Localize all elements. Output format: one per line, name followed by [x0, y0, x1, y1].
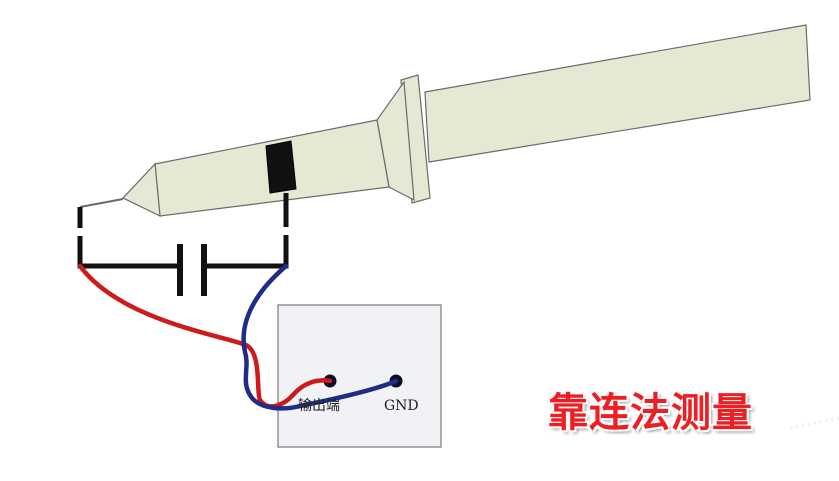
method-title: 靠连法测量: [548, 390, 753, 436]
blue-wire: [241, 263, 399, 411]
probe-tip-cone: [122, 162, 161, 218]
output-terminal-label: 输出端: [298, 398, 340, 414]
signal-box: [277, 304, 442, 448]
red-wire: [77, 263, 333, 409]
gnd-label: GND: [384, 398, 419, 414]
probe-handle: [424, 24, 811, 163]
probe-ground-ring: [265, 140, 297, 194]
probe-needle: [79, 198, 124, 208]
